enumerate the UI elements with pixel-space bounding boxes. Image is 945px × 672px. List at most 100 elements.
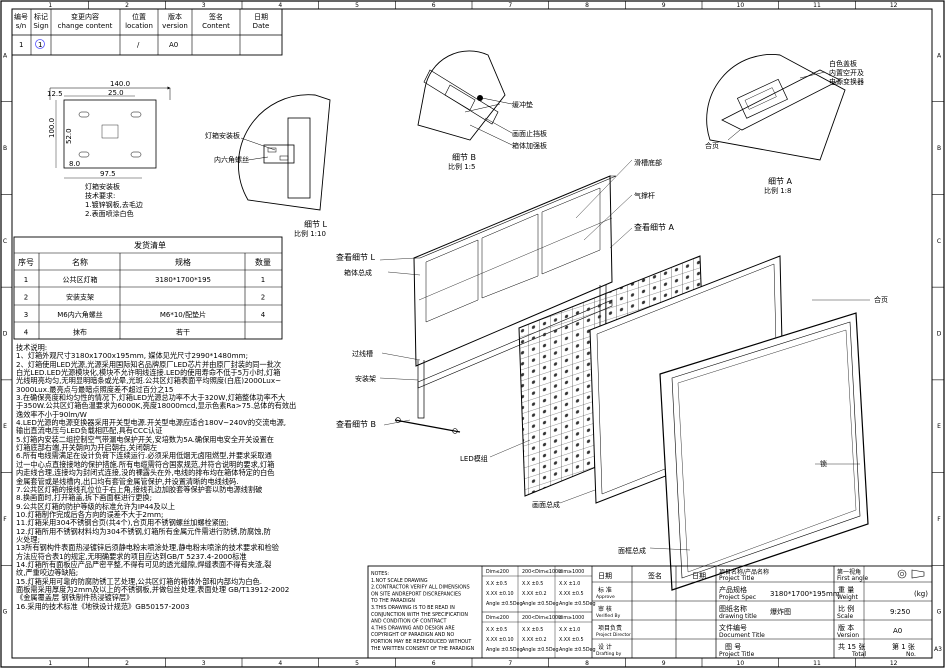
- tolerance-value: X.X ±0.5: [486, 581, 507, 587]
- row-label-left: B: [3, 145, 7, 152]
- sheets-no-en: No.: [906, 651, 916, 658]
- tolerance-value: X.X ±0.5: [522, 581, 543, 587]
- technical-note-line: 《金属覆盖层 钢铁制件热浸镀锌层》: [16, 593, 134, 603]
- title-note-line: TO THE PARADIGN: [370, 598, 415, 604]
- shipping-header: 序号: [18, 257, 34, 267]
- callout-led-module: LED模组: [460, 454, 488, 463]
- weight-label-en: Weight: [837, 594, 859, 601]
- sign-col-date1: 日期: [598, 572, 612, 580]
- title-note-line: ON SITE ANDREPORT DISCREPANCIES: [371, 591, 461, 597]
- title-note-line: THE WRITTEN CONSENT OF THE PARADIGN: [370, 646, 475, 652]
- column-label-bottom: 1: [48, 660, 52, 667]
- tolerance-header: Dim≤200: [486, 615, 509, 621]
- role-label-en: Project Director: [596, 632, 631, 638]
- technical-note-line: 2、灯箱使用LED光源,光源采用国际知名品牌原厂LED芯片并由原厂封装的同一批次: [16, 359, 282, 369]
- callout-slide-rail: 滑槽底部: [634, 158, 662, 167]
- technical-note-line: 8.换画面时,打开箱盖,拆下画面框进行更换;: [16, 493, 153, 503]
- shipping-cell: M6内六角螺丝: [57, 310, 103, 319]
- sign-col-sign: 签名: [648, 571, 662, 580]
- version-label-en: Version: [837, 632, 859, 639]
- tolerance-value: X.XX ±0.5: [559, 637, 584, 643]
- callout-view-detail-A: 查看细节 A: [634, 222, 675, 232]
- callout-cabinet: 箱体总成: [344, 268, 372, 277]
- shipping-cell: 1: [261, 276, 265, 284]
- bracket-req-1: 1.镀锌钢板,去毛边: [85, 200, 143, 209]
- dim-25: 25.0: [108, 89, 124, 97]
- detail-B-scale: 比例 1:5: [448, 162, 476, 171]
- bracket-req-2: 2.表面喷涂白色: [85, 209, 134, 218]
- tolerance-value: X.XX ±0.2: [522, 591, 547, 597]
- technical-note-line: 输出直流电压与LED负载相匹配,具有CCC认证: [16, 426, 163, 436]
- version-label: 版 本: [838, 623, 854, 632]
- title-note-line: 2.CONTRACTOR VERIFY ALL DIMENSIONS: [371, 585, 470, 591]
- tolerance-header: dim≥1000: [559, 569, 584, 575]
- tolerance-value: X.XX ±0.5: [559, 591, 584, 597]
- row-label-right: F: [937, 516, 941, 523]
- role-label-en: Drafting by: [596, 651, 622, 657]
- technical-note-line: 4.LED光源的电源变换器采用开关型电源.开关型电源应适合180V~240V的交…: [16, 418, 287, 428]
- figure-label-en: Project Title: [719, 651, 755, 658]
- project-title-label-en: Project Title: [719, 575, 755, 582]
- project-spec-label: 产品规格: [719, 585, 747, 594]
- tolerance-value: Angle ±0.5Deg: [559, 647, 596, 653]
- revision-mark-circle: [35, 39, 45, 49]
- technical-note-line: 面板需采用厚度为2mm及以上的不锈钢板,并做包丝处理,表面处理 GB/T1391…: [16, 584, 290, 594]
- technical-note-line: 1、灯箱外观尺寸3180x1700x195mm, 媒体见光尺寸2990*1480…: [16, 351, 248, 361]
- technical-note-line: 14.灯箱所有面板应产品严密平整,不得有可见的透光缝隙,焊缝表面不得有夹渣,裂: [16, 559, 272, 569]
- revision-location: /: [137, 41, 140, 49]
- detail-B-label-reinforce: 箱体加强板: [512, 141, 547, 150]
- technical-note-line: 7.公共区灯箱的接线孔位位于右上角,接线孔边加胶套等保护套以防电源线割破: [16, 484, 263, 494]
- tolerance-value: X.X ±1.0: [559, 627, 580, 633]
- row-label-left: G: [3, 609, 8, 616]
- column-label-bottom: 8: [585, 660, 589, 667]
- column-label-bottom: 7: [508, 660, 512, 667]
- row-label-left: D: [3, 331, 8, 338]
- tolerance-value: X.X ±0.5: [522, 627, 543, 633]
- shipping-cell: 若干: [176, 328, 190, 337]
- dim-140: 140.0: [110, 80, 130, 88]
- role-label: 设 计: [598, 643, 612, 651]
- title-note-line: 4.THIS DRAWING AND DESIGN ARE: [371, 625, 455, 631]
- row-label-right: G: [937, 609, 942, 616]
- callout-hinge: 合页: [874, 295, 888, 304]
- column-label-top: 11: [813, 2, 821, 9]
- title-note-line: COPYRIGHT OF PARADIGN AND NO: [371, 632, 454, 638]
- column-label-top: 10: [737, 2, 745, 9]
- column-label-bottom: 10: [737, 660, 745, 667]
- bracket-req-title: 技术要求:: [85, 191, 115, 200]
- column-label-bottom: 11: [813, 660, 821, 667]
- technical-note-line: 3000Lux.最亮点与最暗点照度差不超过百分之15: [16, 384, 174, 394]
- technical-note-line: 内走线合理,连接均为封闭式连接,没的裸露头在外,电线的排布均在箱体特定的白色: [16, 468, 275, 478]
- title-note-line: AND CONDITION OF CONTRACT: [371, 619, 447, 625]
- shipping-cell: 4: [24, 329, 29, 337]
- column-label-top: 4: [278, 2, 282, 9]
- dim-97-5: 97.5: [100, 170, 116, 178]
- tolerance-value: Angle ±0.5Deg: [486, 601, 523, 607]
- detail-A-label-psu: 电源变换器: [829, 77, 864, 86]
- tolerance-header: dim≥1000: [559, 615, 584, 621]
- technical-note-line: 金属套管或是线槽内,出口均有套管金属管保护,并设置清晰的电线线码.: [16, 476, 239, 486]
- shipping-cell: 3: [24, 311, 28, 319]
- tolerance-value: X.X ±0.5: [486, 627, 507, 633]
- column-label-bottom: 9: [662, 660, 666, 667]
- technical-notes-title: 技术说明:: [16, 343, 48, 352]
- weight-unit: (kg): [914, 590, 928, 598]
- technical-note-line: 9.公共区灯箱的防护等级的标准允许为IP44及以上: [16, 501, 176, 511]
- column-label-top: 3: [202, 2, 206, 9]
- detail-L-label-plate: 灯箱安装板: [205, 131, 240, 140]
- technical-note-line: 13所有钢构件表面热浸镀锌后须静电粉末喷涂处理,静电粉末喷涂的技术要求和检验: [16, 543, 279, 553]
- column-label-top: 2: [125, 2, 129, 9]
- shipping-cell: 3180*1700*195: [155, 276, 211, 284]
- row-label-right: B: [937, 145, 941, 152]
- technical-note-line: 光线明亮均匀,无明显明暗条或光晕,光斑.公共区灯箱表面平均照度(白底)2000L…: [16, 376, 282, 386]
- tolerance-value: X.X ±1.0: [559, 581, 580, 587]
